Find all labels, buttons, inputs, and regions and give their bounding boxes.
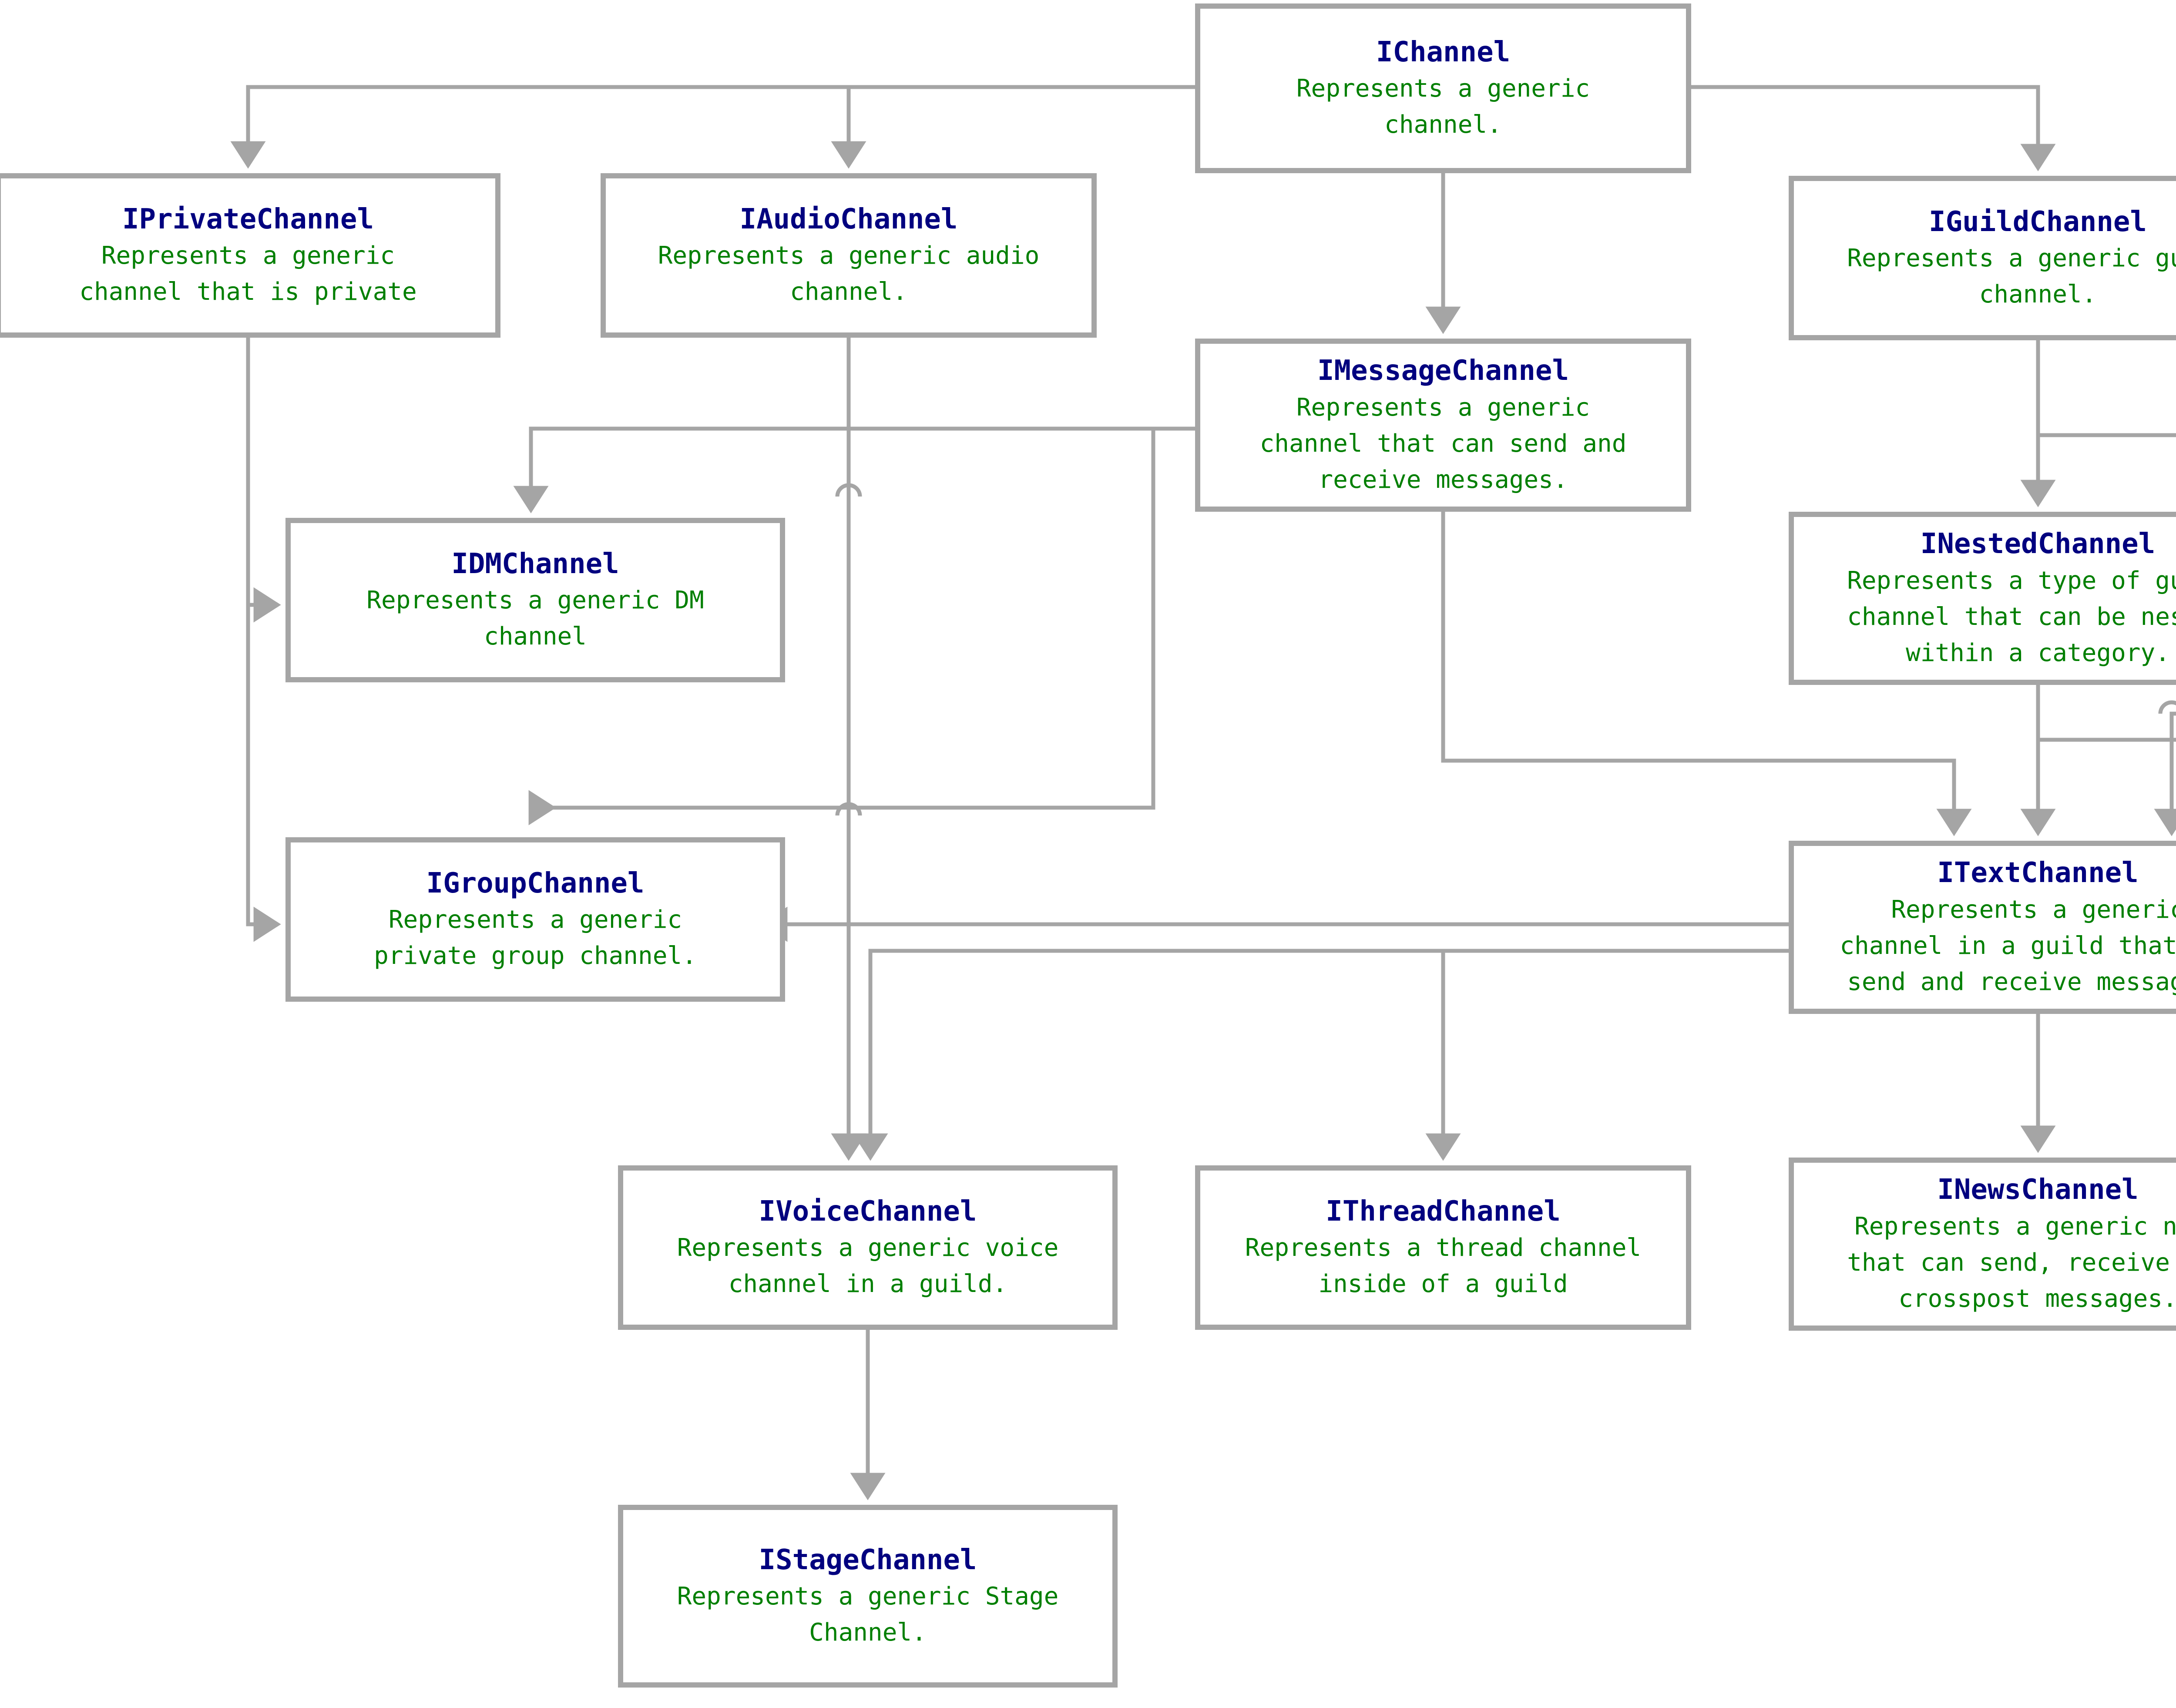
class-node-description: Represents a generic voice channel in a g… [666,1230,1070,1302]
description-line: Represents a generic [1891,895,2176,924]
description-line: Represents a generic Stage [677,1582,1059,1611]
class-node-description: Represents a generic audio channel. [647,238,1051,310]
description-line: crosspost messages. [1898,1284,2176,1313]
class-node-title: IPrivateChannel [122,203,374,235]
class-node-description: Represents a generic guild channel. [1836,241,2176,313]
edge-line-jump-3 [2158,700,2176,714]
edge-iprivatechannel-to-igroupchannel [246,605,281,942]
class-node-title: IChannel [1376,36,1511,68]
edge-imessagechannel-to-idmchannel [513,426,1195,513]
description-line: channel in a guild. [728,1270,1007,1299]
class-node-title: IDMChannel [451,547,619,580]
description-line: Represents a generic guild [1847,244,2176,273]
description-line: channel in a guild that can [1840,931,2176,960]
description-line: Channel. [809,1618,927,1647]
class-node-title: ITextChannel [1937,857,2139,889]
edge-itextchannel-to-ivoicechannel [853,949,1789,1161]
edge-line-jump-1 [835,483,862,497]
class-node-description: Represents a generic channel. [1285,71,1601,143]
description-line: Represents a generic DM [366,586,704,615]
class-node-title: IThreadChannel [1326,1195,1561,1228]
description-line: Represents a thread channel [1245,1234,1642,1262]
class-node-description: Represents a generic DM channel [355,583,715,655]
class-node-description: Represents a generic channel in a guild t… [1828,892,2176,1000]
description-line: Represents a generic voice [677,1234,1059,1262]
description-line: channel. [1979,280,2097,309]
description-line: channel that can send and [1259,429,1627,458]
description-line: Represents a type of guild [1847,566,2176,595]
description-line: receive messages. [1318,465,1568,494]
class-node-description: Represents a generic private group channe… [363,902,708,974]
class-node-title: IMessageChannel [1317,355,1569,387]
class-node-title: INewsChannel [1937,1174,2139,1206]
class-node-description: Represents a thread channel inside of a g… [1234,1230,1652,1302]
class-node-title: INestedChannel [1920,528,2156,560]
class-node-title: IAudioChannel [739,203,958,235]
description-line: Represents a generic news [1854,1212,2176,1241]
edge-line-jump-2 [835,802,862,816]
edge-imessagechannel-to-itextchannel [1441,512,1972,836]
description-line: channel that can be nested [1847,602,2176,631]
description-line: Represents a generic [1296,393,1590,422]
description-line: channel. [1384,111,1502,139]
description-line: within a category. [1906,638,2170,667]
description-line: channel. [790,278,907,306]
class-node-title: IStageChannel [759,1544,977,1576]
description-line: Represents a generic [101,242,395,270]
class-node-title: IGuildChannel [1929,205,2147,238]
edge-ichannel-to-iguildchannel [1691,85,2056,171]
class-node-description: Represents a generic news that can send, … [1836,1209,2176,1317]
description-line: private group channel. [374,942,697,970]
class-node-description: Represents a type of guild channel that c… [1836,563,2176,671]
description-line: that can send, receive and [1847,1248,2176,1277]
description-line: channel that is private [79,278,417,306]
description-line: Represents a generic [388,906,682,934]
description-line: channel [484,622,587,651]
edge-inestedchannel-to-iforumchannel [2038,738,2176,742]
class-node-title: IVoiceChannel [759,1195,977,1228]
class-node-description: Represents a generic channel that is priv… [68,238,428,310]
class-node-description: Represents a generic channel that can sen… [1249,390,1638,498]
edge-iguildchannel-to-iintegrationchannel [2038,433,2176,437]
description-line: Represents a generic [1296,74,1590,103]
edge-iintegrationchannel-to-itextchannel [2154,711,2176,836]
description-line: inside of a guild [1318,1270,1568,1299]
description-line: send and receive messages. [1847,967,2176,996]
edge-iprivatechannel-to-idmchannel [246,338,281,623]
description-line: Represents a generic audio [658,242,1040,270]
class-node-title: IGroupChannel [426,867,645,899]
edge-imessagechannel-to-igroupchannel [506,429,1155,825]
